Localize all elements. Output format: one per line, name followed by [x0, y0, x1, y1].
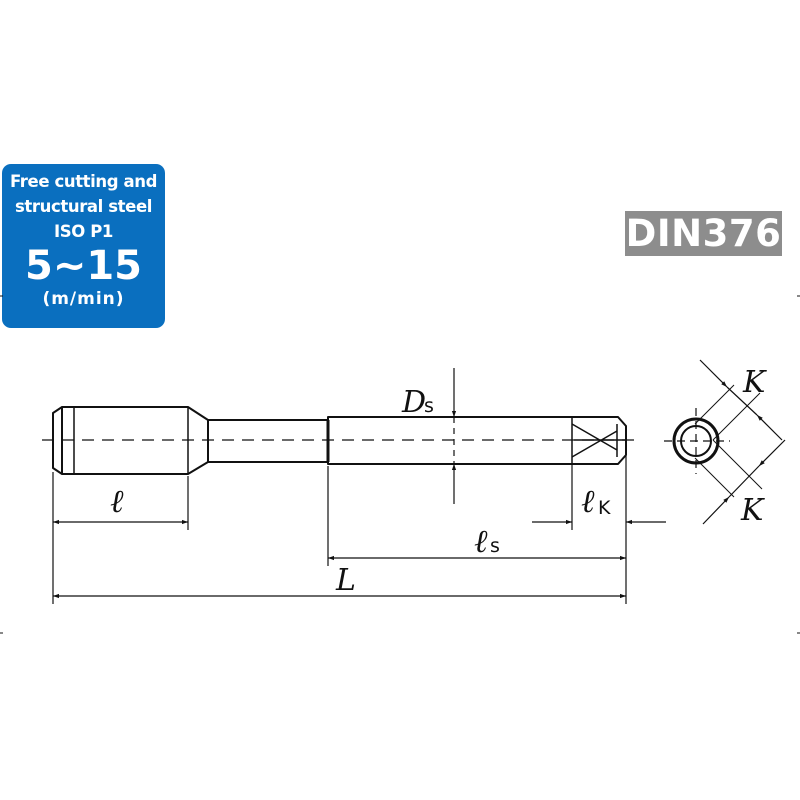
label-square-size-top: K [742, 365, 767, 400]
label-thread-length: ℓ [110, 482, 124, 520]
shank-section [327, 416, 627, 465]
dimension-lines [52, 368, 666, 604]
label-shank-length: ℓ [474, 522, 488, 560]
iso-class: ISO P1 [54, 222, 113, 241]
cutting-speed-unit: (m/min) [42, 289, 125, 309]
standard-badge: DIN376 [625, 211, 782, 256]
label-square-length-sub: K [598, 497, 611, 519]
label-square-size-bottom: K [740, 493, 765, 528]
cutting-speed-value: 5~15 [24, 243, 142, 289]
label-overall-length: L [335, 563, 356, 598]
square-drive [571, 423, 626, 458]
label-square-length: ℓ [581, 482, 595, 520]
square-end-view [664, 359, 786, 525]
neck-section [208, 419, 329, 463]
tap-body [52, 406, 627, 475]
label-shank-length-sub: s [490, 535, 500, 557]
label-shank-diameter: D [401, 385, 426, 420]
label-shank-diameter-sub: s [424, 395, 434, 417]
dimension-labels: ℓ D s ℓ s ℓ K L K K [110, 365, 767, 598]
material-line-2: structural steel [14, 197, 153, 216]
cutting-speed-badge: Free cutting and structural steel ISO P1… [2, 164, 165, 328]
material-line-1: Free cutting and [9, 172, 158, 191]
